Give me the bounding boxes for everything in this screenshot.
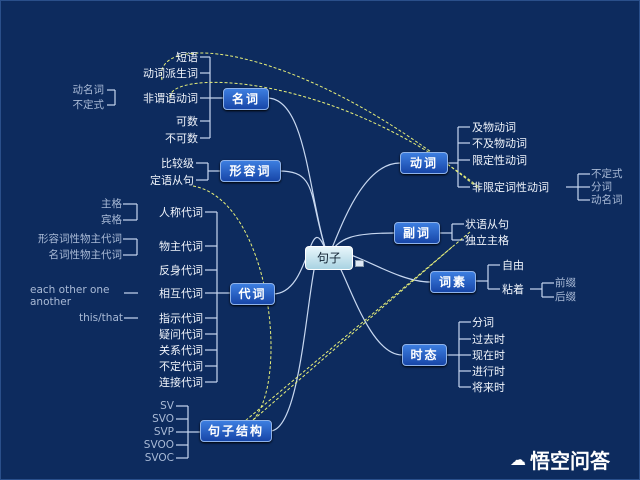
leaf-label[interactable]: 不可数 [165,132,198,145]
sub-label[interactable]: 主格 [101,198,122,210]
leaf-label[interactable]: 及物动词 [472,121,516,134]
leaf-label[interactable]: 过去时 [472,333,505,346]
relation-link [251,246,453,422]
node-noun[interactable]: 名词 [223,88,269,110]
sub-label[interactable]: 动名词 [591,194,623,206]
leaf-label[interactable]: 人称代词 [159,206,203,219]
leaf-label[interactable]: 短语 [176,51,198,64]
sub-label[interactable]: 分词 [591,181,612,193]
watermark: ☁ 悟空问答 [510,445,610,474]
branch-line [278,170,329,258]
leaf-label[interactable]: 指示代词 [159,312,203,325]
relation-link [160,52,481,191]
node-morpheme[interactable]: 词素 [430,271,476,293]
leaf-label[interactable]: 粘着 [502,283,524,296]
sub-label[interactable]: each other one [30,284,110,296]
node-tense[interactable]: 时态 [402,344,447,366]
leaf-label[interactable]: SV [160,400,174,412]
center-node[interactable]: 句子 [305,246,353,270]
leaf-label[interactable]: 不定代词 [159,360,203,373]
leaf-label[interactable]: 非限定词性动词 [472,181,549,194]
leaf-label[interactable]: SVOO [143,439,174,451]
leaf-label[interactable]: 进行时 [472,365,505,378]
relation-link [244,231,471,422]
leaf-label[interactable]: 疑问代词 [159,328,203,341]
node-adjective[interactable]: 形容词 [220,160,281,182]
sub-label[interactable]: this/that [78,312,123,324]
node-adverb[interactable]: 副词 [394,222,440,244]
sub-label[interactable]: 动名词 [72,84,105,96]
leaf-label[interactable]: 定语从句 [150,174,194,187]
node-structure[interactable]: 句子结构 [200,420,272,442]
leaf-label[interactable]: SVO [152,413,174,425]
leaf-label[interactable]: SVP [153,426,174,438]
leaf-label[interactable]: 非谓语动词 [143,92,198,105]
relation-link [169,81,481,189]
leaf-label[interactable]: 将来时 [472,381,505,394]
leaf-label[interactable]: 限定性动词 [472,154,527,167]
leaf-label[interactable]: 自由 [502,259,524,272]
sub-label[interactable]: 不定式 [591,168,623,180]
node-pronoun[interactable]: 代词 [230,283,275,305]
leaf-label[interactable]: SVOC [144,452,174,464]
sub-label[interactable]: another [30,296,72,308]
leaf-label[interactable]: 关系代词 [159,344,203,357]
leaf-label[interactable]: 物主代词 [159,240,203,253]
leaf-label[interactable]: 不及物动词 [472,137,527,150]
sub-label[interactable]: 前缀 [555,277,576,289]
leaf-label[interactable]: 连接代词 [159,376,203,389]
leaf-label[interactable]: 分词 [472,316,494,329]
leaf-label[interactable]: 状语从句 [465,218,509,231]
sub-label[interactable]: 后缀 [555,291,576,303]
note-icon[interactable] [355,260,364,267]
leaf-label[interactable]: 反身代词 [159,264,203,277]
wukong-logo-icon: ☁ [510,450,526,469]
leaf-label[interactable]: 动词派生词 [143,67,198,80]
node-verb[interactable]: 动词 [400,152,448,174]
sub-label[interactable]: 形容词性物主代词 [38,233,122,245]
leaf-label[interactable]: 独立主格 [465,234,509,247]
sub-label[interactable]: 不定式 [72,99,105,111]
leaf-label[interactable]: 现在时 [472,349,505,362]
leaf-label[interactable]: 可数 [176,115,198,128]
leaf-label[interactable]: 相互代词 [159,287,203,300]
sub-label[interactable]: 宾格 [101,214,122,226]
watermark-text: 悟空问答 [530,449,610,473]
sub-label[interactable]: 名词性物主代词 [48,249,123,261]
leaf-label[interactable]: 比较级 [161,157,194,170]
